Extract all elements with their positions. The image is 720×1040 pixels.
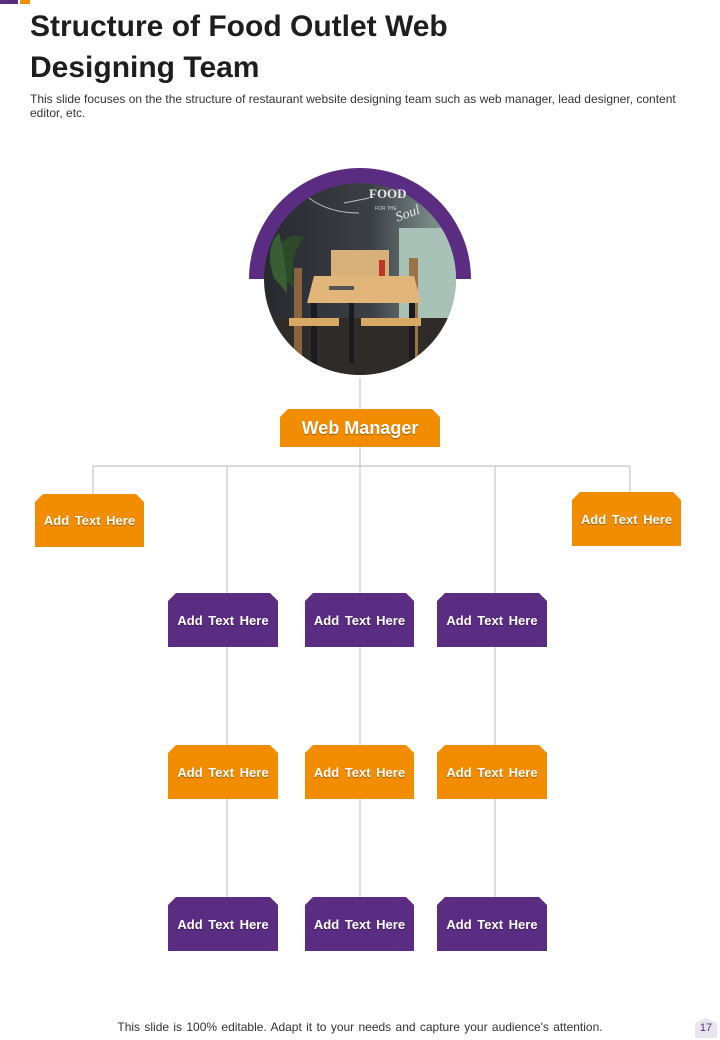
chalkboard-text-1: FOOD: [369, 186, 407, 201]
slide-title: Structure of Food Outlet Web Designing T…: [30, 10, 448, 84]
column-3-row-2-box[interactable]: Add Text Here: [437, 745, 547, 799]
purple-arc: [249, 168, 471, 279]
column-3-row-3-box[interactable]: Add Text Here: [437, 897, 547, 951]
corner-accent-orange: [20, 0, 30, 4]
column-2-row-3-box[interactable]: Add Text Here: [305, 897, 414, 951]
restaurant-photo: FOOD FOR THE Soul: [249, 168, 471, 378]
column-3-row-3-label: Add Text Here: [446, 916, 538, 932]
column-1-row-2-box[interactable]: Add Text Here: [168, 745, 278, 799]
column-1-row-1-box[interactable]: Add Text Here: [168, 593, 278, 647]
web-manager-label: Web Manager: [301, 417, 419, 438]
slide-footer: This slide is 100% editable. Adapt it to…: [117, 1020, 603, 1034]
corner-accent-purple: [0, 0, 18, 4]
page-number: 17: [695, 1018, 717, 1038]
right-node-label: Add Text Here: [580, 511, 673, 527]
chalkboard-text-2: FOR THE: [375, 206, 398, 212]
column-1-row-3-label: Add Text Here: [177, 916, 269, 932]
column-1-row-1-label: Add Text Here: [177, 612, 269, 628]
column-3-row-1-label: Add Text Here: [446, 612, 538, 628]
column-1-row-2-label: Add Text Here: [177, 764, 269, 780]
column-2-row-1-label: Add Text Here: [313, 612, 406, 628]
column-3-row-1-box[interactable]: Add Text Here: [437, 593, 547, 647]
column-3-row-2-label: Add Text Here: [446, 764, 538, 780]
column-2-row-2-label: Add Text Here: [313, 764, 406, 780]
left-node-label: Add Text Here: [43, 513, 136, 528]
column-2-row-1-box[interactable]: Add Text Here: [305, 593, 414, 647]
web-manager-box[interactable]: Web Manager: [280, 409, 440, 447]
column-2-row-2-box[interactable]: Add Text Here: [305, 745, 414, 799]
right-node-box[interactable]: Add Text Here: [572, 492, 681, 546]
column-1-row-3-box[interactable]: Add Text Here: [168, 897, 278, 951]
slide-subtitle: This slide focuses on the the structure …: [30, 92, 676, 120]
left-node-box[interactable]: Add Text Here: [35, 494, 144, 547]
column-2-row-3-label: Add Text Here: [313, 916, 406, 932]
